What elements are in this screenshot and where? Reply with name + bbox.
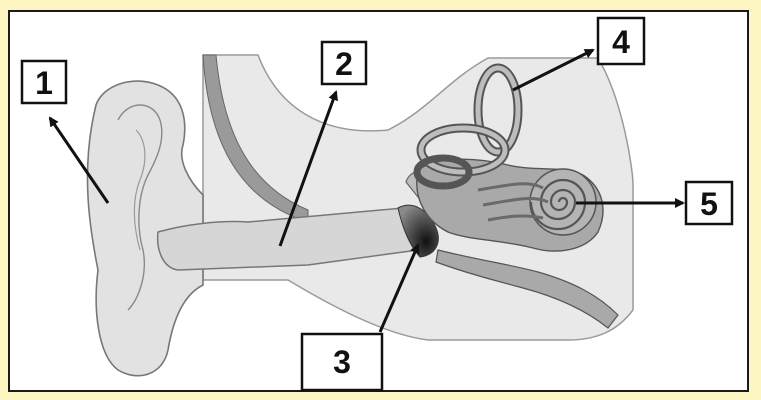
semicircular-canal-superior-inner bbox=[475, 65, 521, 155]
auditory-nerve bbox=[477, 182, 549, 222]
label-box-3: 3 bbox=[300, 332, 384, 392]
semicircular-canal-posterior-inner bbox=[418, 125, 508, 175]
arrow-3 bbox=[378, 243, 420, 333]
label-box-5: 5 bbox=[684, 180, 734, 226]
ear-anatomy-diagram: 1 2 3 4 5 bbox=[20, 16, 734, 392]
outer-ear-pinna bbox=[86, 80, 204, 377]
arrow-4 bbox=[512, 48, 595, 92]
arrow-1 bbox=[48, 116, 110, 204]
eustachian-tube bbox=[435, 249, 619, 329]
pinna-helix-fold bbox=[117, 104, 163, 311]
eardrum bbox=[397, 204, 439, 258]
cochlea-spiral bbox=[529, 178, 587, 231]
label-box-2: 2 bbox=[320, 40, 368, 86]
label-4-text: 4 bbox=[612, 24, 630, 60]
label-1-text: 1 bbox=[35, 65, 53, 101]
semicircular-canal-lateral bbox=[413, 154, 473, 190]
label-5-text: 5 bbox=[700, 186, 718, 222]
label-2-text: 2 bbox=[335, 46, 353, 82]
label-3-text: 3 bbox=[333, 344, 351, 380]
arrow-2 bbox=[278, 90, 338, 247]
label-box-4: 4 bbox=[596, 16, 646, 66]
pinna-antihelix-fold bbox=[133, 129, 146, 251]
label-box-1: 1 bbox=[20, 59, 68, 105]
